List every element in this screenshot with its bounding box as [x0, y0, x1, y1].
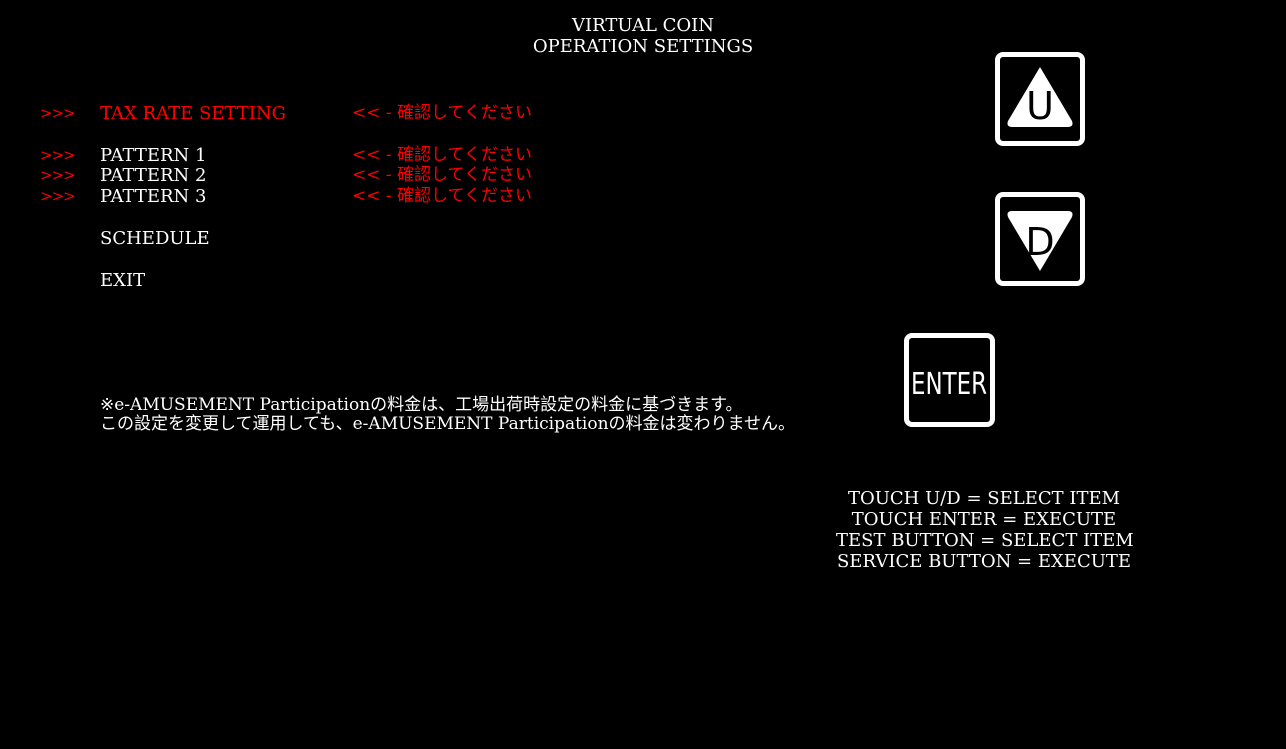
enter-button[interactable]: ENTER	[904, 333, 995, 427]
confirm-note: << - 確認してください	[352, 165, 533, 185]
info-note-line1: ※e-AMUSEMENT Participationの料金は、工場出荷時設定の料…	[100, 395, 743, 415]
help-text: TEST BUTTON = SELECT ITEM	[836, 530, 1134, 551]
up-label: U	[1026, 84, 1054, 128]
menu-item-exit[interactable]: EXIT	[100, 270, 146, 291]
selection-marker: >>>	[40, 187, 76, 205]
menu-item-pattern-2[interactable]: PATTERN 2	[100, 165, 207, 186]
menu-item-pattern-1[interactable]: PATTERN 1	[100, 145, 207, 166]
confirm-note: << - 確認してください	[352, 186, 533, 206]
enter-label: ENTER	[911, 367, 987, 402]
selection-marker: >>>	[40, 166, 76, 184]
menu-item-schedule[interactable]: SCHEDULE	[100, 228, 210, 249]
down-button[interactable]: D	[995, 192, 1085, 286]
info-note-line2: この設定を変更して運用しても、e-AMUSEMENT Participation…	[100, 414, 796, 434]
page-title-line1: VIRTUAL COIN	[571, 15, 715, 36]
up-triangle-icon: U	[1007, 67, 1073, 128]
down-label: D	[1025, 220, 1054, 264]
help-text: TOUCH U/D = SELECT ITEM	[847, 488, 1121, 509]
selection-marker: >>>	[40, 104, 76, 122]
menu-item-pattern-3[interactable]: PATTERN 3	[100, 186, 207, 207]
page-title-line2: OPERATION SETTINGS	[532, 36, 754, 57]
up-button[interactable]: U	[995, 52, 1085, 146]
menu-item-tax-rate-setting[interactable]: TAX RATE SETTING	[100, 103, 287, 124]
confirm-note: << - 確認してください	[352, 103, 533, 123]
help-text: TOUCH ENTER = EXECUTE	[851, 509, 1117, 530]
selection-marker: >>>	[40, 146, 76, 164]
help-text: SERVICE BUTTON = EXECUTE	[836, 551, 1132, 572]
down-triangle-icon: D	[1007, 211, 1073, 271]
confirm-note: << - 確認してください	[352, 145, 533, 165]
